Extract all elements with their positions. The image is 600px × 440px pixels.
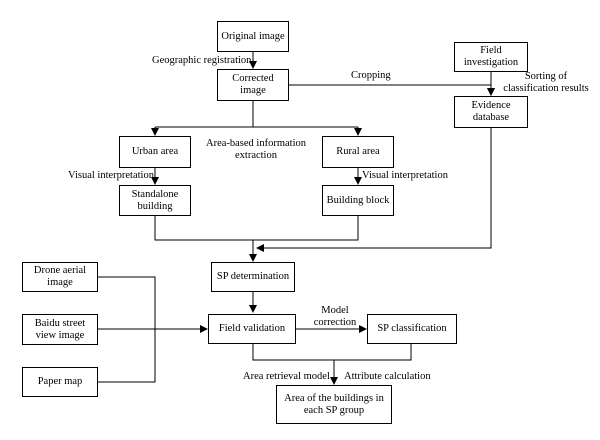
node-baidu-street-view: Baidu street view image — [22, 314, 98, 345]
node-urban-area: Urban area — [119, 136, 191, 168]
node-field-investigation: Field investigation — [454, 42, 528, 72]
node-standalone-building: Standalone building — [119, 185, 191, 216]
node-corrected-image: Corrected image — [217, 69, 289, 101]
node-evidence-database: Evidence database — [454, 96, 528, 128]
label-area-based-extraction: Area-based information extraction — [206, 138, 307, 161]
label-cropping: Cropping — [351, 70, 391, 81]
label-sorting-results: Sorting of classification results — [503, 71, 589, 94]
label-model-correction: Model correction — [313, 305, 357, 328]
label-area-retrieval-model: Area retrieval model — [243, 371, 330, 382]
node-sp-classification: SP classification — [367, 314, 457, 344]
node-building-block: Building block — [322, 185, 394, 216]
edge-evidence-merge — [256, 128, 492, 252]
edge-field-area-bar — [252, 344, 412, 361]
node-sp-determination: SP determination — [211, 262, 295, 292]
node-field-validation: Field validation — [208, 314, 296, 344]
edge-block-merge — [253, 216, 359, 241]
label-attribute-calculation: Attribute calculation — [344, 371, 431, 382]
node-rural-area: Rural area — [322, 136, 394, 168]
edge-corrected-evidence — [289, 84, 495, 96]
node-area-of-buildings: Area of the buildings in each SP group — [276, 385, 392, 424]
label-visual-interpretation-right: Visual interpretation — [362, 170, 448, 181]
node-drone-aerial-image: Drone aerial image — [22, 262, 98, 292]
edge-standalone-merge — [154, 216, 253, 241]
label-visual-interpretation-left: Visual interpretation — [68, 170, 154, 181]
node-paper-map: Paper map — [22, 367, 98, 397]
node-original-image: Original image — [217, 21, 289, 52]
label-geographic-registration: Geographic registration — [152, 55, 252, 66]
